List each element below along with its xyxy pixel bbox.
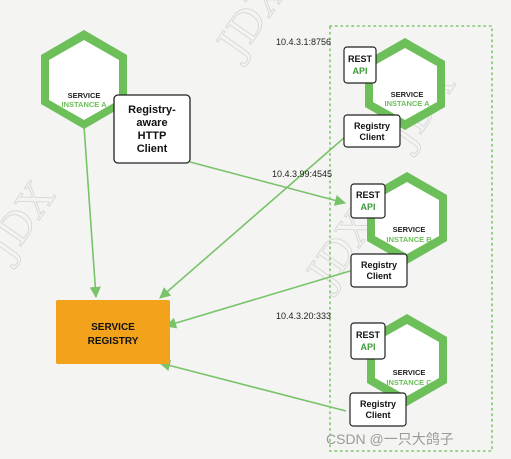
arrow-instance-a-to-registry — [159, 136, 346, 299]
rest-label: REST — [348, 54, 373, 64]
service-a-hexagon-inner — [49, 40, 119, 120]
instance-c: 10.4.3.20:333 SERVICE INSTANCE C REST AP… — [276, 311, 447, 427]
registry-client-line-2: Client — [359, 132, 384, 142]
registry-client-line-1: Registry — [361, 260, 397, 270]
instance-title: SERVICE — [393, 368, 426, 377]
ip-label: 10.4.3.20:333 — [276, 311, 331, 321]
registry-box — [56, 300, 170, 364]
watermark-text: JDX — [0, 174, 64, 271]
client-line-2: aware — [136, 117, 167, 129]
instance-title: SERVICE — [391, 90, 424, 99]
client-box — [113, 94, 191, 164]
rest-api-box — [350, 183, 386, 219]
arrow-instance-c-to-registry — [158, 360, 347, 412]
rest-api-box — [343, 46, 377, 84]
arrow-client-to-instance-b — [189, 161, 347, 206]
instance-subtitle: INSTANCE C — [386, 378, 432, 387]
service-a-title: SERVICE — [68, 91, 101, 100]
watermark-text: JDX — [206, 0, 295, 69]
arrows — [83, 125, 351, 412]
registry-client-box — [343, 114, 401, 148]
registry-client-line-2: Client — [366, 271, 391, 281]
registry-aware-client: Registry- aware HTTP Client — [113, 94, 191, 164]
rest-label: REST — [356, 190, 381, 200]
registry-client-box — [350, 253, 408, 288]
api-label: API — [360, 342, 375, 352]
registry-client-line-1: Registry — [360, 399, 396, 409]
rest-label: REST — [356, 330, 381, 340]
instance-c-hexagon-inner — [375, 324, 439, 396]
registry-client-line-1: Registry — [354, 121, 390, 131]
ip-label: 10.4.3.99:4545 — [272, 169, 332, 179]
ip-label: 10.4.3.1:8756 — [276, 37, 331, 47]
instances-container — [329, 25, 493, 452]
registry-client-line-2: Client — [365, 410, 390, 420]
csdn-credit: CSDN @一只大鸽子 — [326, 431, 454, 447]
api-label: API — [352, 66, 367, 76]
instance-subtitle: INSTANCE A — [385, 99, 431, 108]
client-line-1: Registry- — [128, 104, 176, 116]
rest-api-box — [350, 322, 386, 360]
instance-b-hexagon-inner — [375, 182, 439, 254]
instance-a-hexagon-inner — [373, 48, 437, 120]
registry-line-2: REGISTRY — [88, 336, 139, 347]
instance-a: 10.4.3.1:8756 SERVICE INSTANCE A REST AP… — [276, 37, 445, 148]
client-line-3: HTTP — [138, 130, 167, 142]
service-a-subtitle: INSTANCE A — [62, 100, 108, 109]
instance-subtitle: INSTANCE B — [386, 235, 432, 244]
registry-line-1: SERVICE — [91, 322, 135, 333]
service-instance-a: SERVICE INSTANCE A — [41, 30, 127, 129]
api-label: API — [360, 202, 375, 212]
instance-b: 10.4.3.99:4545 SERVICE INSTANCE B REST A… — [272, 169, 447, 288]
client-line-4: Client — [137, 143, 168, 155]
instance-title: SERVICE — [393, 225, 426, 234]
service-registry: SERVICE REGISTRY — [56, 300, 170, 364]
arrow-instance-b-to-registry — [164, 270, 351, 329]
registry-client-box — [349, 392, 407, 427]
arrow-service-a-to-registry — [83, 125, 101, 299]
